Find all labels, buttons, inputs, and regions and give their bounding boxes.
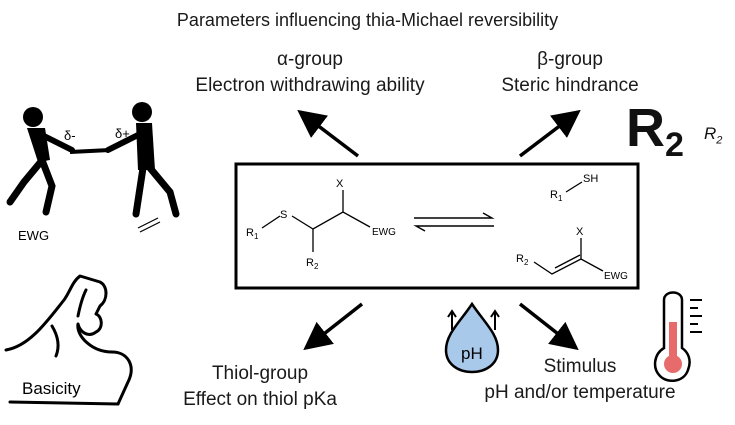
ewg-figure-label: EWG [18, 228, 49, 243]
tug-of-war-icon [6, 102, 180, 233]
delta-plus-label: δ+ [115, 126, 130, 141]
arrow-to-thiol [303, 302, 364, 351]
thiol-r1-label: R1 [550, 189, 563, 203]
stimulus-description: pH and/or temperature [484, 382, 676, 403]
r2-large-label: R2 [626, 98, 684, 164]
thiol-structure [565, 181, 583, 193]
alkene-ewg-label: EWG [604, 271, 628, 282]
r2-small-label: R2 [704, 124, 723, 147]
delta-minus-label: δ- [64, 128, 76, 143]
adduct-r1-label: R1 [246, 227, 259, 241]
adduct-x-label: X [336, 178, 344, 190]
beta-group-title: β-group [537, 49, 603, 70]
alpha-group-title: α-group [277, 49, 343, 70]
thiol-group-description: Effect on thiol pKa [183, 389, 337, 410]
adduct-ewg-label: EWG [372, 227, 396, 238]
muscle-icon [4, 274, 133, 406]
arrow-to-stimulus [518, 302, 579, 351]
ph-label: pH [461, 344, 483, 363]
arrow-to-alpha [297, 109, 360, 158]
adduct-r2-label: R2 [306, 257, 319, 271]
basicity-label: Basicity [22, 379, 81, 398]
figure-title: Parameters influencing thia-Michael reve… [176, 10, 559, 30]
thioether-adduct-structure [261, 190, 371, 252]
alkene-structure [533, 238, 604, 275]
alpha-group-description: Electron withdrawing ability [195, 75, 425, 96]
beta-group-description: Steric hindrance [501, 75, 639, 96]
equilibrium-arrows [413, 212, 495, 232]
arrow-to-beta [518, 109, 581, 158]
alkene-x-label: X [576, 226, 584, 238]
thiol-sh-label: SH [583, 173, 598, 185]
stimulus-title: Stimulus [543, 356, 617, 377]
ph-droplet-icon [444, 301, 500, 374]
alkene-r2-label: R2 [516, 253, 529, 267]
thermometer-icon [653, 291, 702, 383]
adduct-s-label: S [280, 209, 287, 221]
thiol-group-title: Thiol-group [211, 363, 309, 384]
